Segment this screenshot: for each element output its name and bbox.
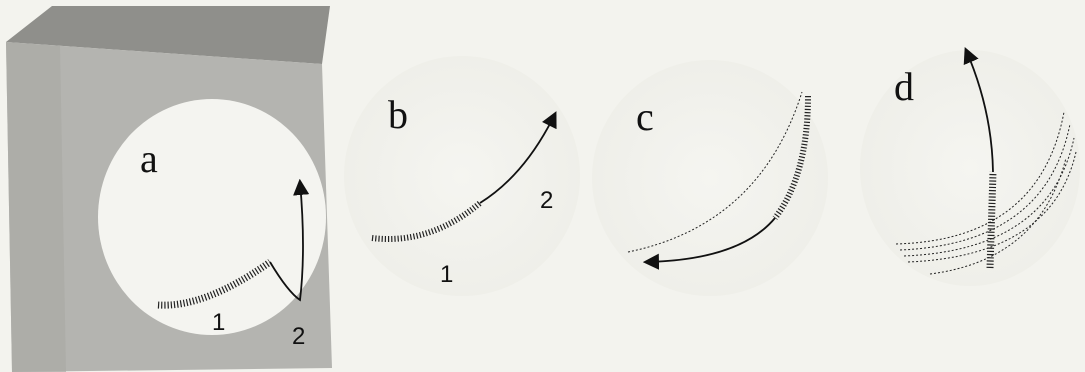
panel-c-letter: c <box>636 94 654 139</box>
trajectory-arrow-curve <box>963 47 994 173</box>
trajectory-hatched-segment <box>371 200 482 242</box>
block-front-shade <box>6 42 66 372</box>
trajectory-arrow-curve <box>642 217 776 270</box>
panel-d: d <box>860 47 1080 286</box>
trajectory-dotted-arc <box>907 151 1077 263</box>
trajectory-arrow-curve <box>269 178 310 302</box>
panel-b-label-1: 1 <box>440 261 453 288</box>
circular-opening <box>98 99 326 335</box>
trajectory-hatched-segment <box>986 171 997 269</box>
panel-a-letter: a <box>140 136 158 181</box>
panel-d-letter: d <box>894 64 914 109</box>
trajectory-hatched-segment <box>157 259 273 309</box>
trajectory-dotted-arc <box>903 137 1075 257</box>
panel-b: b 1 2 <box>344 56 580 296</box>
block-top-face <box>6 6 330 64</box>
trajectory-hatched-segment <box>772 95 811 220</box>
trajectory-dotted-arc <box>899 123 1071 251</box>
panel-c: c <box>592 60 828 296</box>
panel-c-disc <box>592 60 828 296</box>
panel-d-disc <box>860 50 1080 286</box>
panel-a: a 1 2 <box>6 6 332 372</box>
panel-b-label-2: 2 <box>540 187 553 214</box>
panel-b-disc <box>344 56 580 296</box>
panel-a-label-1: 1 <box>212 309 225 336</box>
panel-b-letter: b <box>388 92 408 137</box>
panel-a-label-2: 2 <box>292 323 305 350</box>
trajectory-dotted-arc <box>895 111 1065 245</box>
trajectory-dotted-arc <box>929 157 1067 275</box>
trajectory-arrow-curve <box>479 111 557 204</box>
trajectory-dotted-arc <box>627 91 803 253</box>
